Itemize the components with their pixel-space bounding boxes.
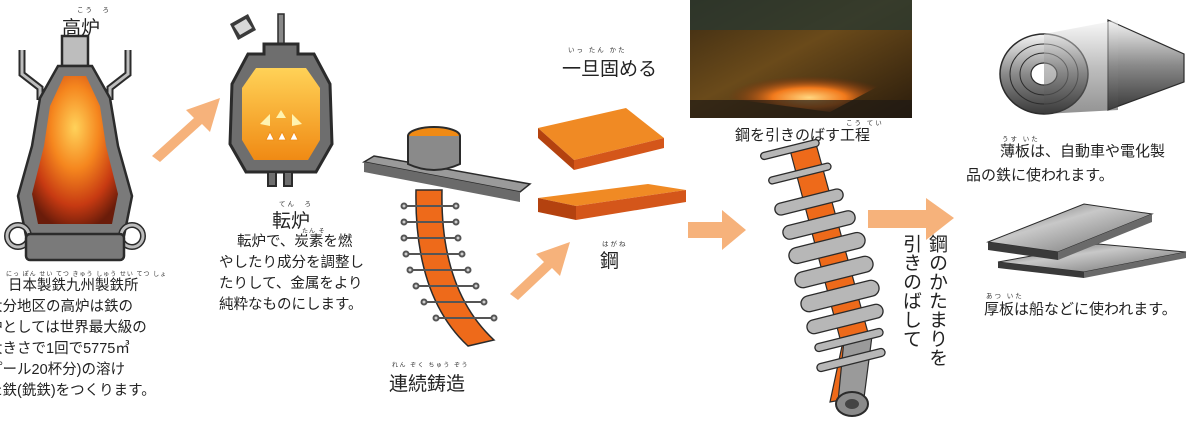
flow-arrow-2	[510, 242, 570, 300]
slab-lower-illustration	[538, 184, 686, 220]
blast-furnace-desc-line4: 大きさで1回で5775㎥	[0, 341, 130, 357]
thin-sheet-text: 薄板は、自動車や電化製 品の鉄に使われます。	[966, 140, 1198, 188]
rolling-photo-caption: 鋼を引きのばす工程	[735, 127, 871, 144]
steel-title: 鋼	[600, 251, 620, 272]
converter-desc-line2: やしたり成分を調整し	[219, 255, 364, 271]
converter-desc-line3: たりして、金属をより	[219, 276, 363, 292]
thick-plate-illustration	[986, 203, 1187, 278]
thin-sheet-line1: 薄板は、自動車や電化製	[1000, 143, 1166, 160]
solidify-title: 一旦固める	[562, 59, 658, 80]
steel-furigana: はがね	[602, 241, 628, 248]
converter-carbon-furigana: たん そ	[302, 229, 326, 235]
thick-plate-furigana: あつ いた	[986, 293, 1024, 300]
blast-furnace-description: 日本製鉄九州製鉄所 大分地区の高炉は鉄の 炉としては世界最大級の 大きさで1回で…	[0, 276, 193, 402]
flow-arrow-3	[688, 210, 746, 250]
continuous-casting-title: 連続鋳造	[389, 374, 466, 395]
thick-plate-text: 厚板は船などに使われます。	[984, 301, 1177, 318]
rolling-mill-illustration	[760, 138, 886, 417]
converter-title: 転炉	[272, 211, 311, 232]
slab-upper-illustration	[538, 108, 664, 170]
blast-furnace-illustration	[4, 34, 146, 262]
thin-sheet-line2: 品の鉄に使われます。	[966, 167, 1114, 184]
blast-furnace-title: 高炉	[62, 18, 101, 39]
flow-arrow-1	[152, 98, 220, 162]
rolling-photo-furigana: こう てい	[846, 120, 884, 127]
thin-sheet-furigana: うす いた	[1002, 136, 1040, 143]
blast-furnace-furigana: こう ろ	[77, 7, 111, 14]
rolling-vertical-text-1: 鋼のかたまりを	[926, 234, 947, 367]
continuous-casting-illustration	[361, 126, 532, 347]
rolling-vertical-text-2: 引きのばして	[900, 234, 921, 348]
solidify-furigana: いっ たん かた	[568, 47, 627, 54]
converter-desc-line4: 純粋なものにします。	[219, 297, 363, 313]
flow-arrow-4	[868, 198, 954, 240]
blast-furnace-desc-line1: 日本製鉄九州製鉄所	[8, 278, 139, 294]
blast-furnace-desc-line2: 大分地区の高炉は鉄の	[0, 299, 133, 315]
blast-furnace-desc-line3: 炉としては世界最大級の	[0, 320, 147, 336]
blast-furnace-desc-line5: プール20杯分)の溶け	[0, 362, 125, 378]
blast-furnace-desc-line6: た鉄(銑鉄)をつくります。	[0, 383, 156, 399]
converter-description: 転炉で、炭素を燃 やしたり成分を調整し たりして、金属をより 純粋なものにします…	[219, 232, 394, 316]
steel-coil-illustration	[999, 19, 1185, 115]
blast-furnace-desc-furigana: にっ ぽん せい てつ きゅう しゅう せい てつ しょ	[6, 272, 168, 278]
converter-illustration	[228, 13, 334, 187]
converter-desc-line1: 転炉で、炭素を燃	[237, 234, 353, 250]
converter-furigana: てん ろ	[279, 201, 313, 208]
rolling-process-photo	[690, 0, 912, 118]
continuous-casting-furigana: れん ぞく ちゅう ぞう	[392, 363, 470, 369]
